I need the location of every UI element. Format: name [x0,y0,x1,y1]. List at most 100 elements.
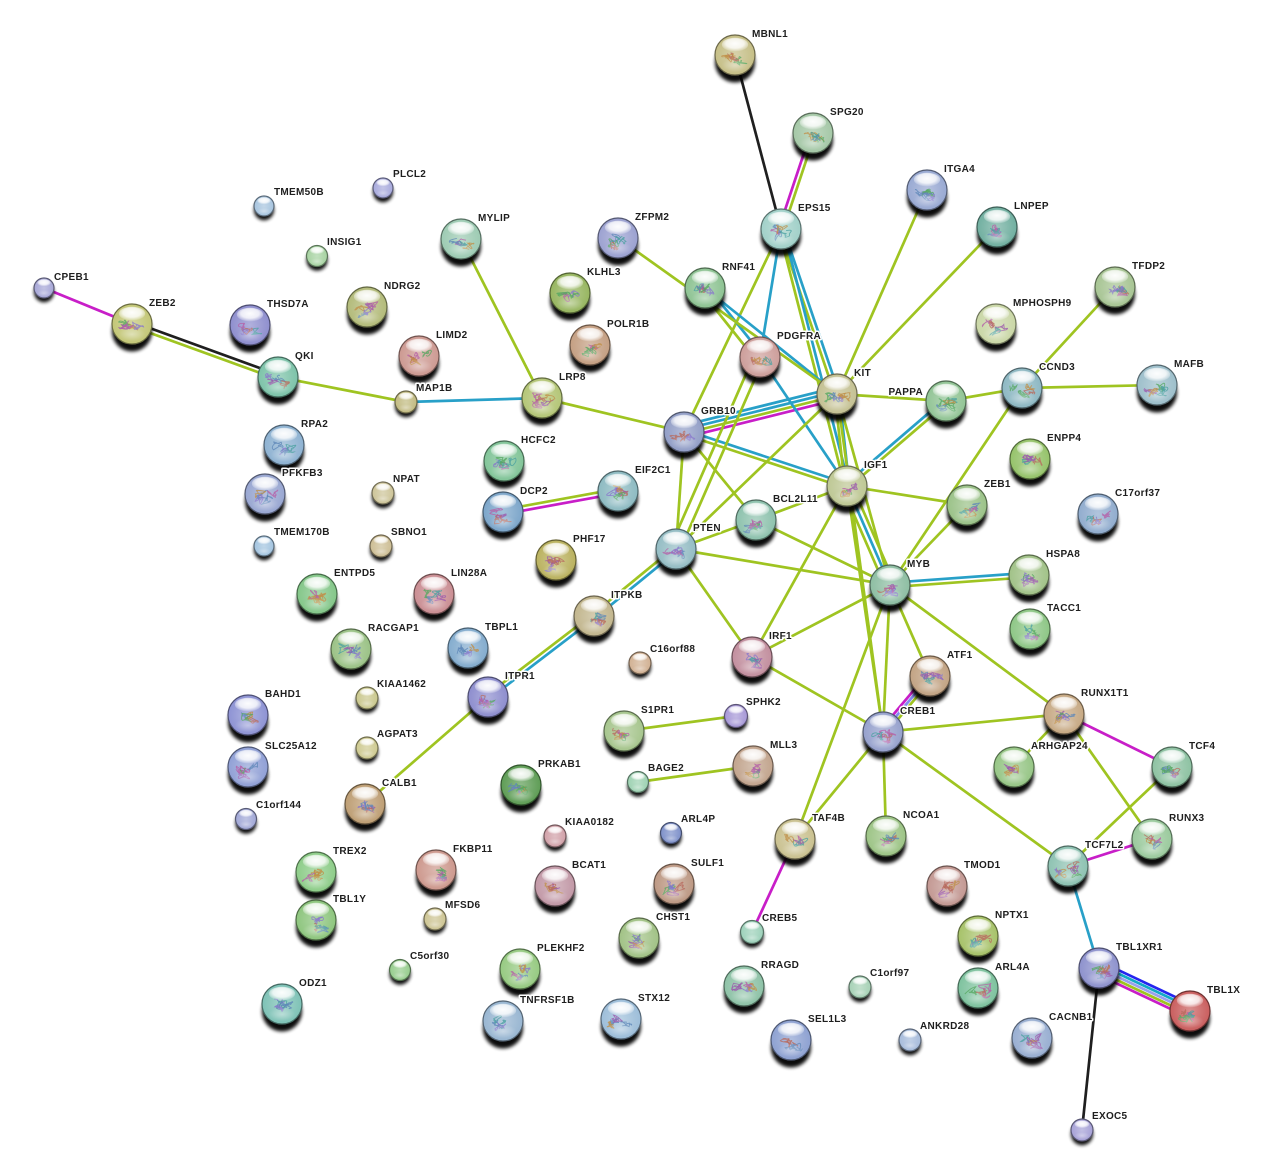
svg-text:MLL3: MLL3 [770,740,797,751]
svg-text:ITPKB: ITPKB [611,590,643,601]
svg-text:SBNO1: SBNO1 [391,527,427,538]
svg-text:IRF1: IRF1 [769,631,792,642]
svg-text:PHF17: PHF17 [573,534,606,545]
svg-text:NPTX1: NPTX1 [995,910,1029,921]
svg-text:TFDP2: TFDP2 [1132,261,1165,272]
svg-text:ANKRD28: ANKRD28 [920,1021,969,1032]
svg-text:INSIG1: INSIG1 [327,237,362,248]
svg-text:C5orf30: C5orf30 [410,951,449,962]
svg-text:ENTPD5: ENTPD5 [334,568,375,579]
svg-text:BAGE2: BAGE2 [648,763,684,774]
svg-text:SPHK2: SPHK2 [746,697,781,708]
svg-text:ATF1: ATF1 [947,650,973,661]
svg-text:RACGAP1: RACGAP1 [368,623,419,634]
svg-text:PTEN: PTEN [693,523,721,534]
svg-text:PLEKHF2: PLEKHF2 [537,943,585,954]
svg-text:C17orf37: C17orf37 [1115,488,1160,499]
svg-text:NDRG2: NDRG2 [384,281,421,292]
svg-text:ARHGAP24: ARHGAP24 [1031,741,1088,752]
svg-text:FKBP11: FKBP11 [453,844,493,855]
svg-text:C1orf144: C1orf144 [256,800,301,811]
svg-text:CHST1: CHST1 [656,912,690,923]
svg-text:CREB1: CREB1 [900,706,936,717]
svg-text:EXOC5: EXOC5 [1092,1111,1128,1122]
svg-text:TMEM50B: TMEM50B [274,187,324,198]
svg-text:LRP8: LRP8 [559,372,586,383]
svg-text:TCF7L2: TCF7L2 [1085,840,1124,851]
svg-text:TCF4: TCF4 [1189,741,1215,752]
svg-text:STX12: STX12 [638,993,670,1004]
svg-text:KIAA0182: KIAA0182 [565,817,614,828]
svg-text:EIF2C1: EIF2C1 [635,465,671,476]
svg-text:QKI: QKI [295,351,314,362]
svg-text:S1PR1: S1PR1 [641,705,674,716]
svg-text:MYLIP: MYLIP [478,213,510,224]
svg-text:TNFRSF1B: TNFRSF1B [520,995,575,1006]
svg-text:TAF4B: TAF4B [812,813,845,824]
svg-text:ITPR1: ITPR1 [505,671,535,682]
svg-text:ENPP4: ENPP4 [1047,433,1081,444]
svg-text:RUNX3: RUNX3 [1169,813,1205,824]
svg-text:ZFPM2: ZFPM2 [635,212,669,223]
svg-text:TBPL1: TBPL1 [485,622,518,633]
svg-text:MAP1B: MAP1B [416,383,453,394]
svg-text:PFKFB3: PFKFB3 [282,468,323,479]
svg-text:RPA2: RPA2 [301,419,328,430]
svg-text:KLHL3: KLHL3 [587,267,621,278]
svg-text:RNF41: RNF41 [722,262,755,273]
svg-text:EPS15: EPS15 [798,203,831,214]
svg-text:MFSD6: MFSD6 [445,900,481,911]
svg-text:TBL1XR1: TBL1XR1 [1116,942,1163,953]
svg-text:ZEB1: ZEB1 [984,479,1011,490]
svg-text:PDGFRA: PDGFRA [777,331,821,342]
svg-text:KIT: KIT [854,368,871,379]
svg-text:CPEB1: CPEB1 [54,272,89,283]
svg-text:CALB1: CALB1 [382,778,417,789]
svg-text:DCP2: DCP2 [520,486,548,497]
svg-text:PRKAB1: PRKAB1 [538,759,581,770]
svg-text:AGPAT3: AGPAT3 [377,729,418,740]
svg-text:SEL1L3: SEL1L3 [808,1014,847,1025]
svg-text:ITGA4: ITGA4 [944,164,975,175]
svg-text:HCFC2: HCFC2 [521,435,556,446]
svg-text:C1orf97: C1orf97 [870,968,909,979]
svg-text:NCOA1: NCOA1 [903,810,940,821]
svg-text:CACNB1: CACNB1 [1049,1012,1093,1023]
svg-text:RUNX1T1: RUNX1T1 [1081,688,1129,699]
svg-text:C16orf88: C16orf88 [650,644,695,655]
svg-text:PAPPA: PAPPA [889,387,923,398]
svg-text:TMEM170B: TMEM170B [274,527,330,538]
svg-text:SLC25A12: SLC25A12 [265,741,317,752]
svg-text:THSD7A: THSD7A [267,299,309,310]
svg-text:MAFB: MAFB [1174,359,1204,370]
svg-text:KIAA1462: KIAA1462 [377,679,426,690]
svg-text:CREB5: CREB5 [762,913,798,924]
svg-text:BCL2L11: BCL2L11 [773,494,818,505]
svg-text:NPAT: NPAT [393,474,420,485]
svg-text:BAHD1: BAHD1 [265,689,301,700]
svg-text:LIN28A: LIN28A [451,568,487,579]
svg-text:HSPA8: HSPA8 [1046,549,1080,560]
svg-text:TBL1X: TBL1X [1207,985,1240,996]
svg-text:BCAT1: BCAT1 [572,860,606,871]
svg-text:SPG20: SPG20 [830,107,864,118]
svg-text:MBNL1: MBNL1 [752,29,788,40]
svg-text:MYB: MYB [907,559,930,570]
svg-text:ODZ1: ODZ1 [299,978,327,989]
svg-text:POLR1B: POLR1B [607,319,649,330]
svg-text:LNPEP: LNPEP [1014,201,1049,212]
svg-text:PLCL2: PLCL2 [393,169,426,180]
svg-text:GRB10: GRB10 [701,406,736,417]
svg-text:TREX2: TREX2 [333,846,367,857]
svg-text:LIMD2: LIMD2 [436,330,468,341]
svg-text:ARL4A: ARL4A [995,962,1030,973]
svg-text:MPHOSPH9: MPHOSPH9 [1013,298,1072,309]
svg-text:TACC1: TACC1 [1047,603,1081,614]
svg-text:CCND3: CCND3 [1039,362,1075,373]
svg-text:SULF1: SULF1 [691,858,724,869]
svg-text:RRAGD: RRAGD [761,960,799,971]
svg-text:TBL1Y: TBL1Y [333,894,366,905]
svg-text:IGF1: IGF1 [864,460,888,471]
svg-text:TMOD1: TMOD1 [964,860,1001,871]
svg-text:ARL4P: ARL4P [681,814,715,825]
